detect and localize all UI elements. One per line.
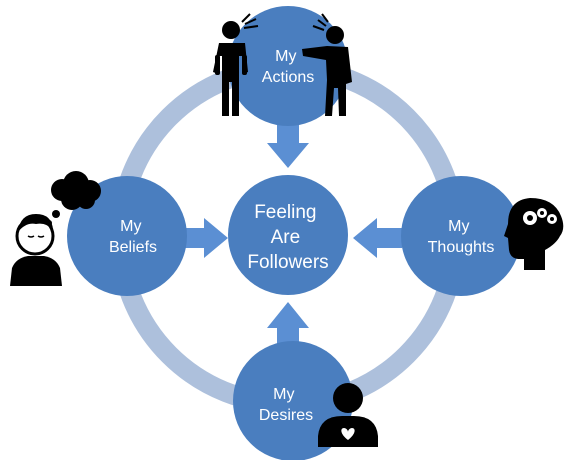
desires-label-line1: My — [273, 386, 294, 403]
arrow-top-to-center — [267, 124, 309, 168]
center-circle — [228, 175, 348, 295]
person-heart-icon — [318, 383, 378, 447]
thoughts-label-line2: Thoughts — [428, 239, 495, 256]
thoughts-circle — [401, 176, 521, 296]
thoughts-label: My Thoughts — [428, 218, 495, 256]
yelling-person-icon — [302, 13, 352, 116]
desires-label: My Desires — [259, 386, 313, 424]
arrow-right-to-center — [353, 218, 402, 258]
arrow-bottom-to-center — [267, 302, 309, 348]
center-label-line2: Are — [271, 227, 301, 248]
beliefs-label-line2: Beliefs — [109, 239, 157, 256]
center-label: Feeling Are Followers — [247, 202, 328, 273]
actions-circle — [228, 6, 348, 126]
actions-label-line2: Actions — [262, 69, 314, 86]
arguing-people-icon — [213, 13, 352, 116]
desires-label-line2: Desires — [259, 407, 313, 424]
thoughts-label-line1: My — [448, 218, 469, 235]
standing-person-icon — [213, 13, 259, 116]
thought-bubble-icon — [46, 171, 101, 226]
beliefs-circle — [67, 176, 187, 296]
center-label-line3: Followers — [247, 252, 328, 273]
actions-label: My Actions — [262, 48, 314, 86]
beliefs-label: My Beliefs — [109, 218, 157, 256]
arrow-left-to-center — [178, 218, 228, 258]
beliefs-label-line1: My — [120, 218, 141, 235]
actions-label-line1: My — [275, 48, 296, 65]
head-gears-icon — [504, 198, 564, 270]
thinking-person-icon — [10, 171, 101, 286]
center-label-line1: Feeling — [254, 202, 316, 223]
